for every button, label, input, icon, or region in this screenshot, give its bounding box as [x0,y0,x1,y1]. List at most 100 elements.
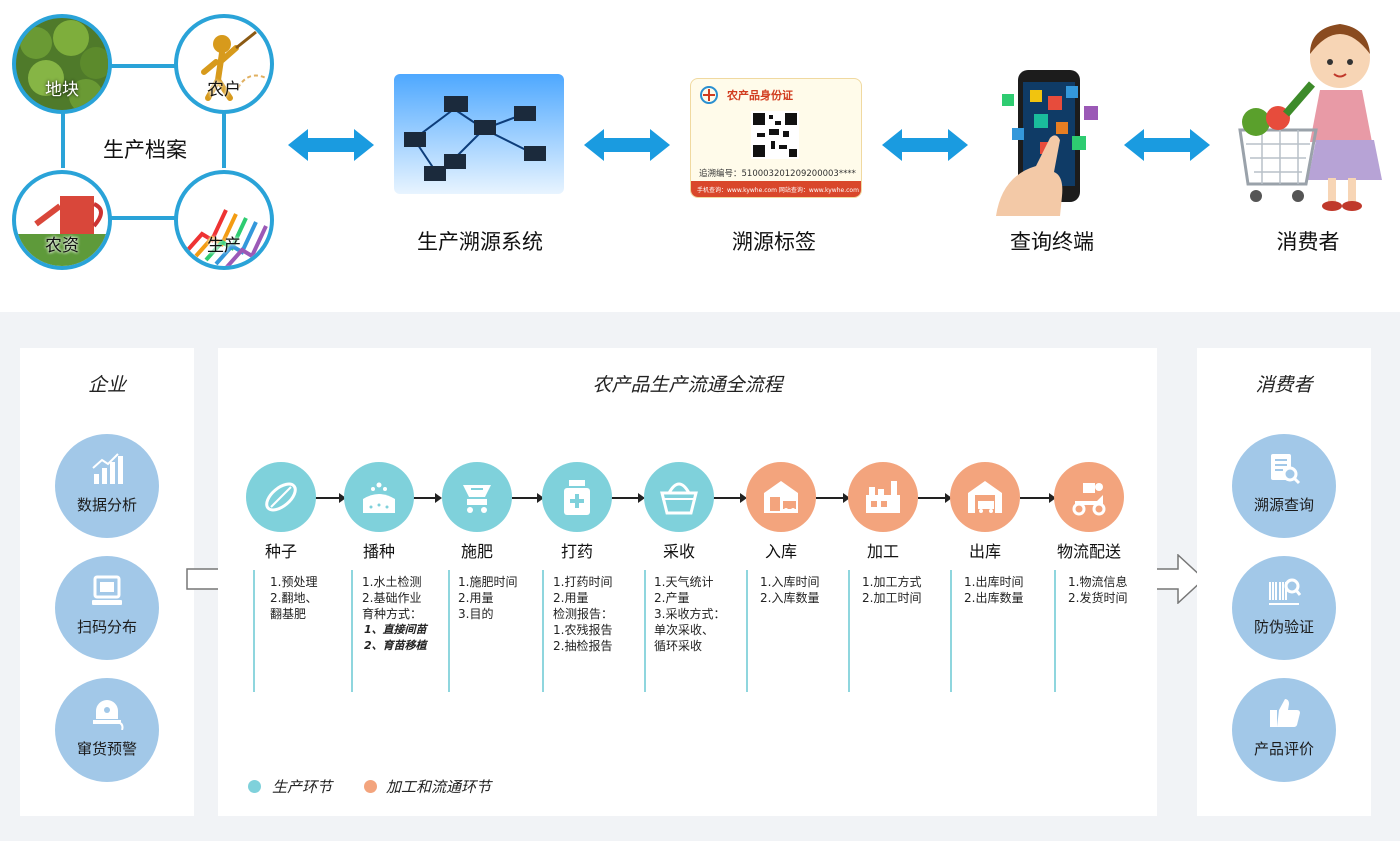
step-line: 2、育苗移植 [364,639,427,652]
flow-arrow [611,493,645,503]
fertilizer-icon [463,485,491,513]
step-circle [246,462,316,532]
step-line: 1.物流信息 [1068,575,1128,589]
step-line: 循环采收 [654,639,703,653]
warehouse-out-icon [968,481,1002,513]
search-document-icon [1271,454,1301,485]
step-divider [950,570,952,692]
step-description: 1.施肥时间 2.用量 3.目的 [458,574,517,622]
flow-arrow [1020,493,1056,503]
seed-icon [265,482,297,512]
archive-item-production: 生产 [174,170,274,270]
step-line: 1.水土检测 [362,575,422,589]
consumer-item-anti-counterfeit[interactable]: 防伪验证 [1232,556,1336,660]
step-description: 1.天气统计 2.产量 3.采收方式： 单次采收、 循环采收 [654,574,725,654]
step-circle [848,462,918,532]
scanner-icon [92,575,122,605]
step-circle [1054,462,1124,532]
step-line: 2.基础作业 [362,591,422,605]
consumer-item-review[interactable]: 产品评价 [1232,678,1336,782]
double-arrow-icon [584,129,670,161]
consumer-item-label: 溯源查询 [1253,496,1314,514]
delivery-icon [1072,483,1106,516]
consumer-item-trace-query[interactable]: 溯源查询 [1232,434,1336,538]
step-line: 1.加工方式 [862,575,922,589]
step-divider [351,570,353,692]
step-line: 2.用量 [458,591,494,605]
step-line: 2.发货时间 [1068,591,1128,605]
step-description: 1.出库时间 2.出库数量 [964,574,1023,606]
enterprise-item-label: 数据分析 [76,496,137,514]
step-divider [448,570,450,692]
step-circle [542,462,612,532]
barcode-search-icon [1269,578,1301,605]
archive-title: 生产档案 [103,138,187,162]
enterprise-item-data-analysis[interactable]: 数据分析 [55,434,159,538]
step-line: 2.用量 [553,591,589,605]
step-line: 2.入库数量 [760,591,820,605]
step-name: 播种 [362,542,395,561]
step-line: 1.出库时间 [964,575,1024,589]
flow-arrow [412,493,442,503]
step-circle [644,462,714,532]
step-line: 1、直接间苗 [364,623,427,636]
flow-arrow [314,493,346,503]
archive-connector [110,64,180,68]
double-arrow-icon [882,129,968,161]
step-line: 1.农残报告 [553,623,613,637]
warehouse-in-icon [764,481,798,513]
step-line: 1.施肥时间 [458,575,518,589]
archive-item-label: 地块 [45,80,79,100]
flow-arrow [918,493,952,503]
bar-chart-icon [92,453,123,484]
step-description: 1.水土检测 2.基础作业 育种方式： 1、直接间苗 2、育苗移植 [362,574,427,654]
step-circle [746,462,816,532]
stage-label: 查询终端 [1010,230,1094,254]
factory-icon [866,481,900,513]
step-name: 加工 [866,542,899,561]
archive-item-plot: 地块 [12,14,112,114]
legend-label: 生产环节 [272,778,333,796]
step-line: 1.天气统计 [654,575,714,589]
archive-item-label: 农资 [45,236,79,256]
step-divider [542,570,544,692]
shopper-icon [1238,24,1382,211]
farmer-icon [201,30,267,101]
step-description: 1.加工方式 2.加工时间 [862,574,921,606]
qr-label-icon: 农产品身份证 追溯编号：510003201209200003**** 手机查询：… [690,78,862,198]
step-name: 入库 [764,542,797,561]
enterprise-item-diversion-alert[interactable]: 窜货预警 [55,678,159,782]
step-description: 1.打药时间 2.用量 检测报告： 1.农残报告 2.抽检报告 [553,574,613,654]
double-arrow-icon [288,129,374,161]
consumer-item-label: 防伪验证 [1253,618,1314,636]
stage-label: 溯源标签 [732,230,816,254]
thumbs-up-icon [1270,699,1300,727]
archive-connector [61,110,65,168]
step-name: 采收 [662,542,695,561]
step-description: 1.入库时间 2.入库数量 [760,574,819,606]
flow-arrow [713,493,747,503]
panel-title: 农产品生产流通全流程 [592,374,783,396]
stage-label: 消费者 [1276,230,1340,254]
smartphone-icon [996,70,1098,216]
step-line: 2.产量 [654,591,690,605]
archive-connector [222,110,226,168]
alarm-bell-icon [93,700,124,730]
step-name: 打药 [560,542,593,561]
step-circle [950,462,1020,532]
tag-footer-text: 手机查询：www.kywhe.com 网站查询：www.kywhe.com [697,187,859,194]
step-line: 2.出库数量 [964,591,1024,605]
qr-code-icon [751,111,799,159]
step-divider [848,570,850,692]
flow-arrow [512,493,544,503]
legend-dot-distribution [364,780,377,793]
step-line: 3.目的 [458,607,494,621]
network-computers-icon [394,74,564,194]
logo-icon [700,86,718,104]
step-name: 物流配送 [1056,542,1121,561]
basket-icon [660,482,698,515]
step-line: 2.翻地、 [270,591,318,605]
consumer-panel: 消费者 溯源查询 防伪验证 产品评价 [1197,348,1371,816]
step-name: 施肥 [460,542,493,561]
enterprise-item-scan-distribution[interactable]: 扫码分布 [55,556,159,660]
